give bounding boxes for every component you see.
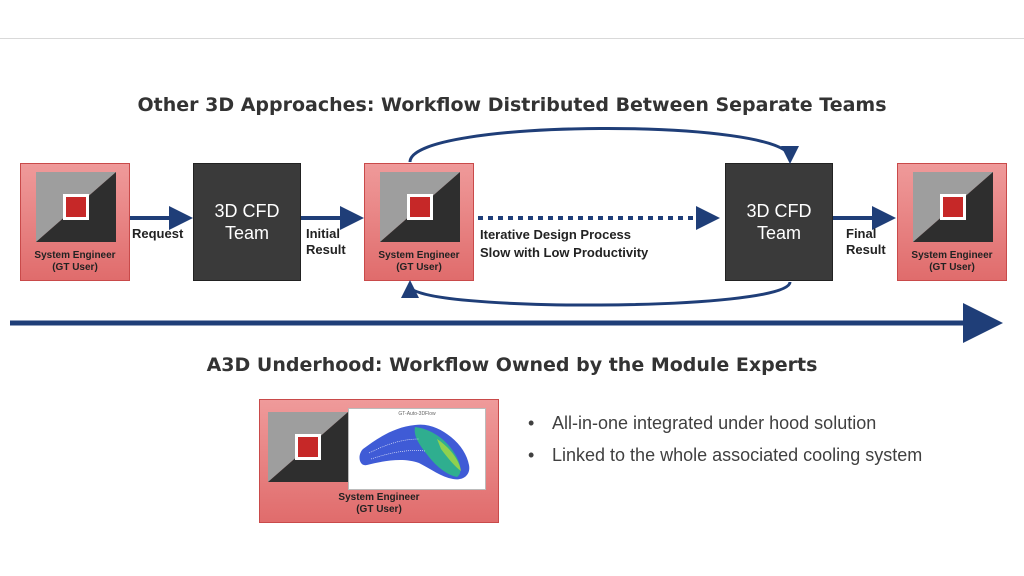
title-other-approaches: Other 3D Approaches: Workflow Distribute… [137, 94, 887, 116]
cfd-mesh-image [359, 424, 470, 480]
cfd-team-box-1: 3D CFD Team [193, 163, 301, 281]
iter-label-line1: Iterative Design Process [480, 227, 632, 242]
engineer-logo-icon [380, 172, 460, 242]
bullet-dot-icon: • [528, 445, 535, 465]
engineer-name: System Engineer [378, 250, 460, 261]
bottom-loop-arrow [401, 280, 792, 307]
feature-bullet-list: • All-in-one integrated under hood solut… [528, 412, 968, 476]
engineer-name: System Engineer [911, 250, 993, 261]
bullet-item: • All-in-one integrated under hood solut… [528, 412, 968, 434]
bullet-dot-icon: • [528, 413, 535, 433]
engineer-role: (GT User) [929, 262, 975, 273]
engineer-name: System Engineer [338, 492, 420, 503]
cfd-team-line2: Team [224, 223, 269, 243]
engineer-role: (GT User) [52, 262, 98, 273]
top-loop-arrow [408, 127, 799, 164]
system-engineer-box-large: GT-Auto-3DFlow System Engineer (GT User) [259, 399, 499, 523]
bullet-text: All-in-one integrated under hood solutio… [552, 413, 877, 433]
header-divider [0, 38, 1024, 39]
initial-label-line2: Result [306, 242, 346, 257]
title-a3d-underhood: A3D Underhood: Workflow Owned by the Mod… [206, 354, 818, 376]
bullet-text: Linked to the whole associated cooling s… [552, 445, 923, 465]
system-engineer-box-2: System Engineer (GT User) [364, 163, 474, 281]
engineer-logo-icon [913, 172, 993, 242]
iter-label-line2: Slow with Low Productivity [480, 245, 649, 260]
system-engineer-box-1: System Engineer (GT User) [20, 163, 130, 281]
cfd-team-line2: Team [756, 223, 801, 243]
initial-result-label: Initial Result [306, 226, 346, 258]
final-label-line2: Result [846, 242, 886, 257]
engineer-logo-icon [268, 412, 348, 482]
system-engineer-box-3: System Engineer (GT User) [897, 163, 1007, 281]
final-label-line1: Final [846, 226, 877, 241]
engineer-name: System Engineer [34, 250, 116, 261]
engineer-role: (GT User) [356, 504, 402, 515]
engineer-logo-icon [36, 172, 116, 242]
cfd-team-box-2: 3D CFD Team [725, 163, 833, 281]
final-result-label: Final Result [846, 226, 886, 258]
cfd-screenshot: GT-Auto-3DFlow [348, 408, 486, 490]
screenshot-caption: GT-Auto-3DFlow [398, 411, 436, 417]
initial-label-line1: Initial [306, 226, 340, 241]
engineer-role: (GT User) [396, 262, 442, 273]
iterative-process-label: Iterative Design Process Slow with Low P… [480, 226, 710, 262]
cfd-team-line1: 3D CFD [214, 201, 280, 221]
request-label: Request [132, 226, 184, 241]
bullet-item: • Linked to the whole associated cooling… [528, 444, 968, 466]
cfd-team-line1: 3D CFD [746, 201, 812, 221]
